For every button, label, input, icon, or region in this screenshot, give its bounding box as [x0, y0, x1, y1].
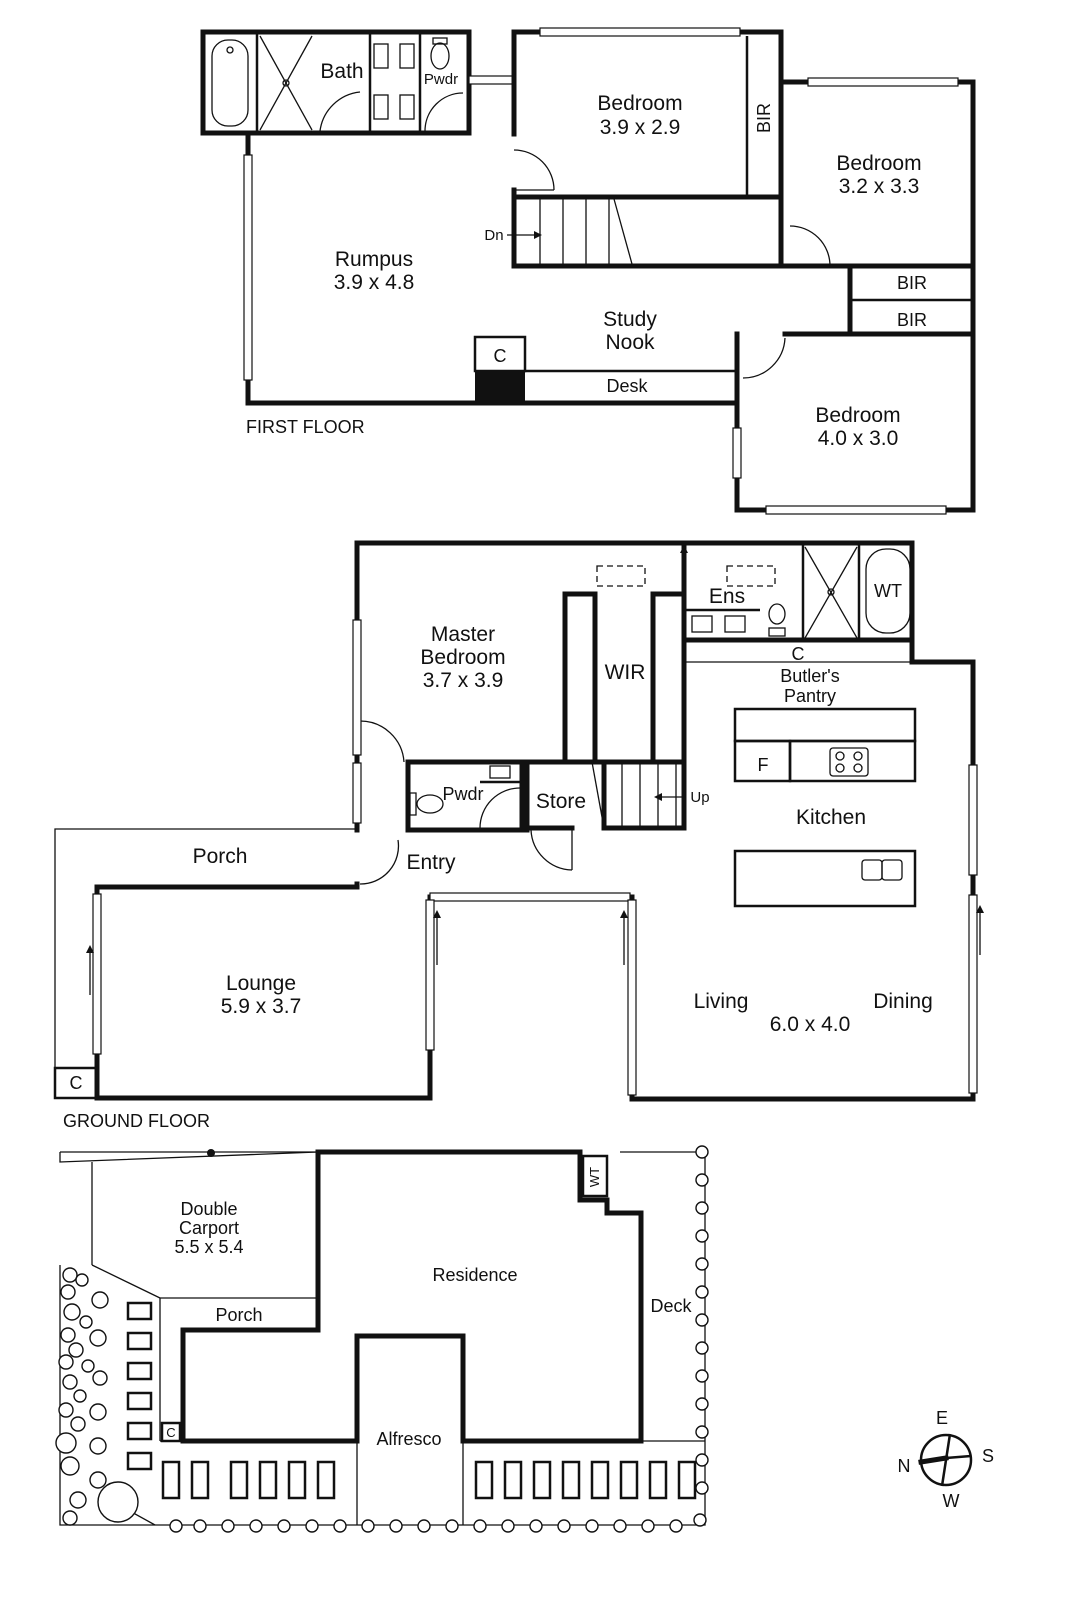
stair-down-arrowhead — [534, 231, 542, 239]
ensuite-water-tank-label: WT — [874, 581, 902, 601]
ensuite-label: Ens — [709, 585, 745, 608]
master-bedroom-label-2: Bedroom — [420, 646, 505, 669]
butlers-pantry-label-1: Butler's — [780, 666, 839, 686]
ground-porch-label: Porch — [193, 845, 248, 868]
store-label: Store — [536, 790, 586, 813]
rumpus-size: 3.9 x 4.8 — [334, 271, 415, 294]
desk-label: Desk — [606, 376, 648, 396]
lounge-size: 5.9 x 3.7 — [221, 995, 302, 1018]
site-cupboard-label: C — [166, 1425, 175, 1440]
first-floor-powder-label: Pwdr — [424, 71, 458, 88]
ground-floor-plan — [53, 540, 984, 1102]
bedroom-1-label: Bedroom — [597, 92, 682, 115]
compass-west-label: W — [943, 1491, 960, 1511]
entry-label: Entry — [406, 851, 456, 874]
compass-east-label: E — [936, 1408, 948, 1428]
ground-floor-powder-label: Pwdr — [442, 784, 483, 804]
porch-cupboard-label: C — [70, 1073, 83, 1093]
garden-shrubs — [55, 1145, 709, 1533]
dining-label: Dining — [873, 990, 933, 1013]
deck-label: Deck — [650, 1296, 692, 1316]
kitchen-label: Kitchen — [796, 806, 866, 829]
compass-south-label: S — [982, 1446, 994, 1466]
alfresco-label: Alfresco — [376, 1429, 441, 1449]
stair-up-arrowhead — [654, 793, 662, 801]
bath-label: Bath — [320, 60, 363, 83]
ground-floor-labels: Master Bedroom 3.7 x 3.9 WIR Ens WT C Bu… — [63, 581, 933, 1131]
stair-down-label: Dn — [484, 227, 503, 244]
compass-south-axis — [945, 1454, 972, 1460]
ground-floor-caption: GROUND FLOOR — [63, 1111, 210, 1131]
study-nook-label-2: Nook — [605, 331, 655, 354]
first-floor-caption: FIRST FLOOR — [246, 417, 365, 437]
wir-label: WIR — [605, 661, 646, 684]
first-floor-plan — [200, 27, 976, 515]
compass-north-needle — [918, 1455, 949, 1465]
master-bedroom-size: 3.7 x 3.9 — [423, 669, 504, 692]
study-nook-label-1: Study — [603, 308, 657, 331]
site-porch-label: Porch — [215, 1305, 262, 1325]
first-floor-cupboard-label: C — [494, 346, 507, 366]
bedroom-3-label: Bedroom — [815, 404, 900, 427]
site-plan-labels: Double Carport 5.5 x 5.4 Porch Residence… — [166, 1167, 692, 1449]
carport-label-1: Double — [180, 1199, 237, 1219]
butlers-pantry-label-2: Pantry — [784, 686, 836, 706]
bedroom-2-bir-label: BIR — [897, 273, 927, 293]
living-dining-size: 6.0 x 4.0 — [770, 1013, 851, 1036]
pantry-cupboard-label: C — [792, 644, 805, 664]
bedroom-3-size: 4.0 x 3.0 — [818, 427, 899, 450]
site-plan — [55, 1145, 709, 1533]
first-floor-labels: Bath Pwdr Bedroom 3.9 x 2.9 BIR Bedroom … — [246, 60, 927, 450]
living-label: Living — [694, 990, 749, 1013]
stair-up-label: Up — [690, 789, 709, 806]
bedroom-1-size: 3.9 x 2.9 — [600, 116, 681, 139]
residence-label: Residence — [432, 1265, 517, 1285]
bedroom-1-bir-label: BIR — [754, 103, 774, 133]
carport-label-2: Carport — [179, 1218, 239, 1238]
carport-size: 5.5 x 5.4 — [174, 1237, 243, 1257]
bedroom-3-bir-label: BIR — [897, 310, 927, 330]
lounge-label: Lounge — [226, 972, 296, 995]
compass-north-label: N — [898, 1456, 911, 1476]
master-bedroom-label-1: Master — [431, 623, 495, 646]
bedroom-2-size: 3.2 x 3.3 — [839, 175, 920, 198]
fridge-label: F — [758, 755, 769, 775]
site-water-tank-label: WT — [587, 1167, 602, 1187]
rumpus-label: Rumpus — [335, 248, 413, 271]
bedroom-2-label: Bedroom — [836, 152, 921, 175]
compass: N E S W — [898, 1408, 995, 1511]
